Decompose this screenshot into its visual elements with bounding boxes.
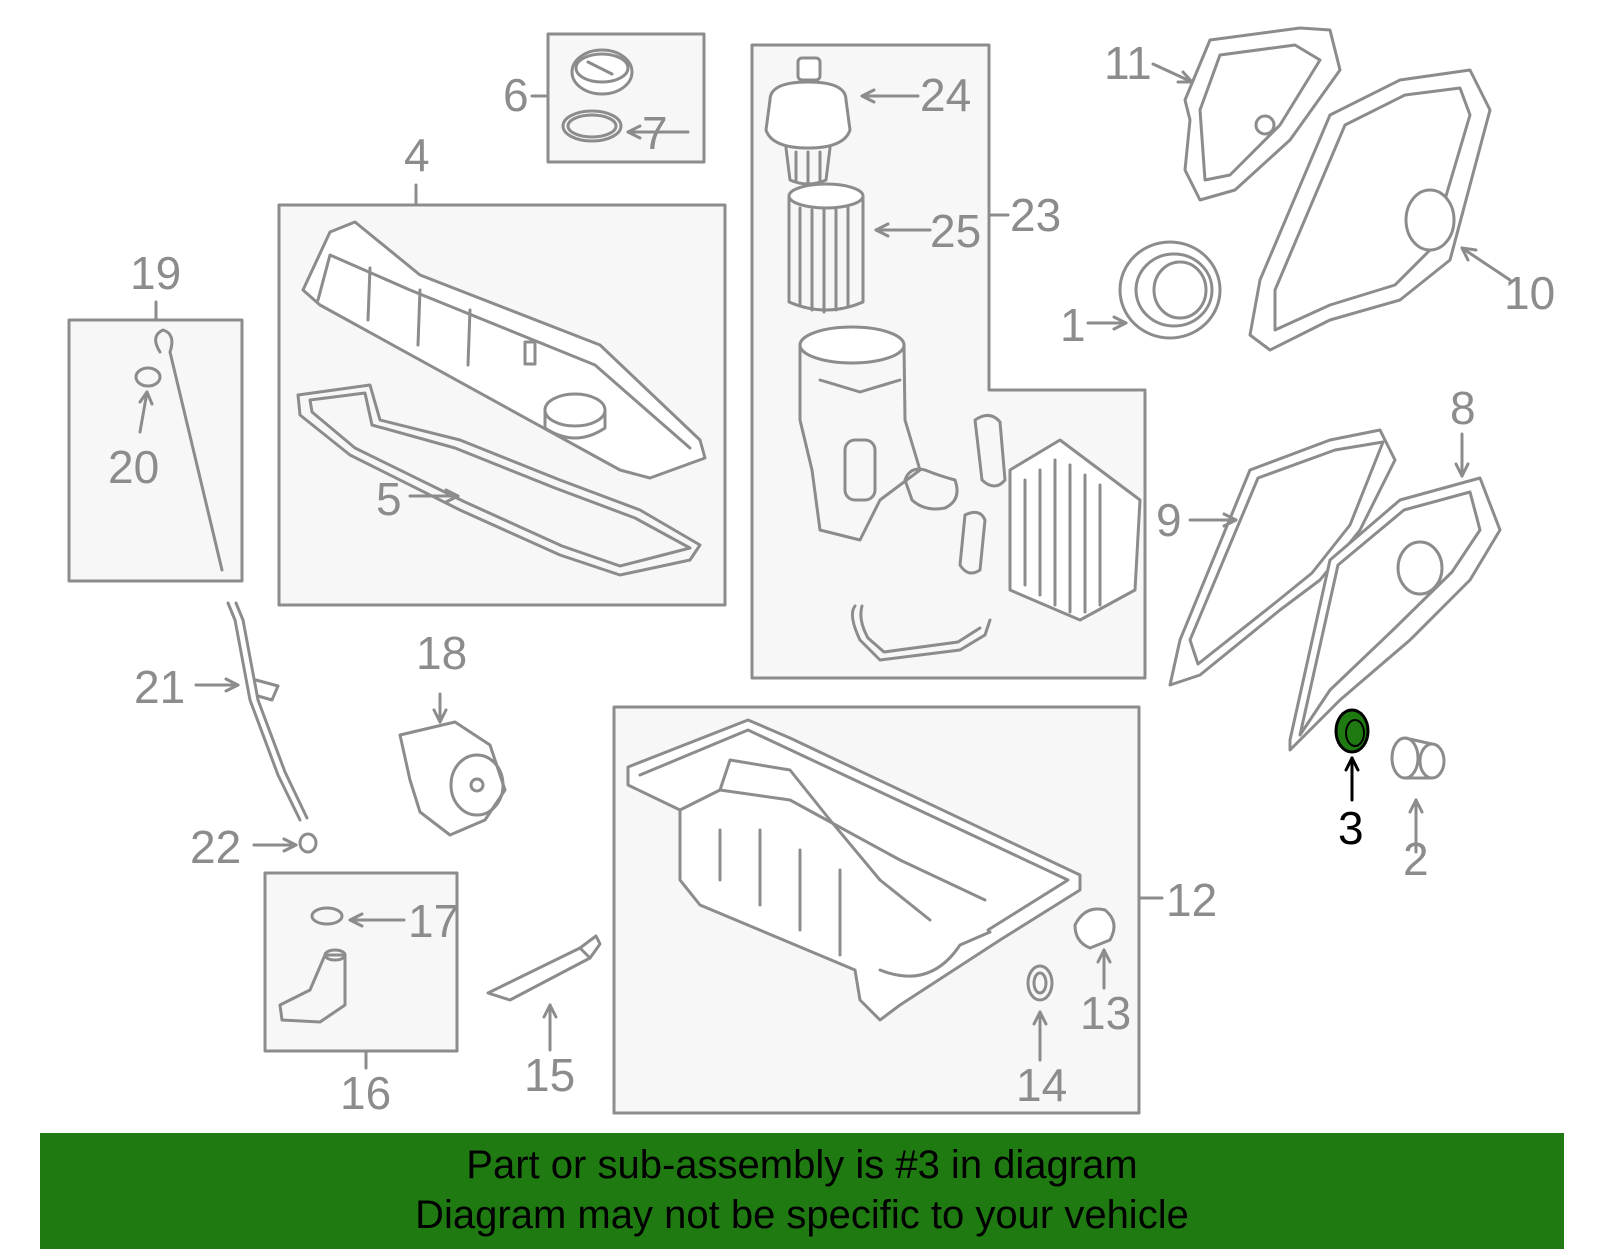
cap-seal-icon — [561, 109, 623, 143]
sensor-oring-icon — [310, 906, 344, 926]
callout-12: 12 — [1166, 874, 1218, 926]
valve-cover-gasket-icon — [296, 383, 702, 577]
callout-1: 1 — [1060, 299, 1086, 351]
callout-5: 5 — [376, 473, 402, 525]
callout-21: 21 — [134, 661, 186, 713]
callout-2: 2 — [1403, 833, 1429, 885]
callout-17: 17 — [408, 895, 460, 947]
oil-filter-element-icon — [787, 182, 865, 210]
oil-level-sensor-icon — [278, 953, 347, 1024]
banner-line-disclaimer: Diagram may not be specific to your vehi… — [415, 1193, 1189, 1237]
callout-15: 15 — [524, 1049, 576, 1101]
oil-pan-icon — [626, 718, 1082, 1022]
engine-front-cover-icon — [1288, 476, 1502, 752]
gasket-icon — [903, 467, 959, 511]
info-banner: Part or sub-assembly is #3 in diagram Di… — [40, 1133, 1564, 1249]
oil-filler-cap-icon — [570, 48, 634, 96]
oil-filter-housing-icon — [798, 325, 906, 365]
callout-3-highlighted: 3 — [1338, 802, 1364, 854]
oil-line-icon — [850, 604, 992, 662]
drain-plug-washer-icon — [1026, 964, 1054, 1002]
group-box-6-7 — [546, 32, 706, 164]
callout-16: 16 — [340, 1067, 392, 1119]
timing-cover-upper-icon — [1183, 26, 1342, 202]
dipstick-oring-icon — [134, 366, 162, 388]
sealant-tube-icon — [486, 946, 592, 1002]
crankshaft-bushing-icon — [1390, 736, 1420, 780]
callout-4: 4 — [404, 129, 430, 181]
callout-19: 19 — [130, 247, 182, 299]
callout-22: 22 — [190, 821, 242, 873]
oil-filter-cap-icon — [764, 80, 852, 150]
drain-plug-icon — [1073, 907, 1116, 950]
banner-line-part-number: Part or sub-assembly is #3 in diagram — [466, 1143, 1138, 1187]
callout-20: 20 — [108, 441, 160, 493]
dipstick-tube-icon — [226, 601, 302, 822]
timing-cover-gasket-icon — [1168, 428, 1397, 687]
oil-cooler-icon — [1008, 438, 1142, 622]
callout-23: 23 — [1010, 189, 1062, 241]
callout-7: 7 — [642, 107, 668, 159]
callout-24: 24 — [920, 69, 972, 121]
callout-6: 6 — [503, 69, 529, 121]
timing-cover-icon — [1248, 68, 1492, 352]
callout-9: 9 — [1156, 494, 1182, 546]
callout-13: 13 — [1080, 987, 1132, 1039]
callout-8: 8 — [1450, 382, 1476, 434]
callout-25: 25 — [930, 205, 982, 257]
tube-oring-icon — [298, 832, 318, 854]
callout-11: 11 — [1104, 37, 1152, 89]
callout-14: 14 — [1016, 1059, 1068, 1111]
dipstick-icon — [154, 328, 224, 572]
callout-18: 18 — [416, 627, 468, 679]
callout-10: 10 — [1504, 267, 1556, 319]
